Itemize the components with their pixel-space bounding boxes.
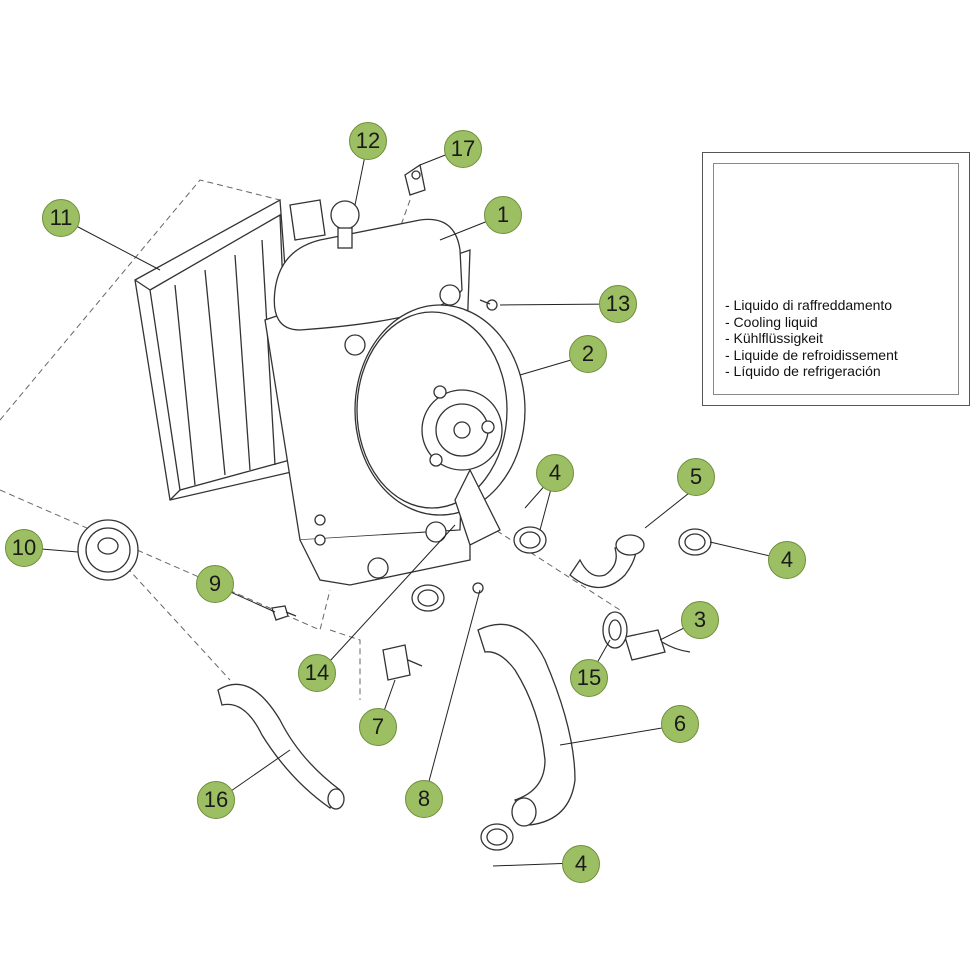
callout-6: 6: [661, 705, 699, 743]
callout-13: 13: [599, 285, 637, 323]
callout-2: 2: [569, 335, 607, 373]
callout-4: 4: [536, 454, 574, 492]
callout-17: 17: [444, 130, 482, 168]
seal-ring: [602, 611, 628, 649]
rubber-mount: [382, 644, 423, 681]
legend-item: - Cooling liquid: [725, 313, 818, 330]
legend-box: - Liquido di raffreddamento - Cooling li…: [702, 152, 970, 406]
filler-cap: [77, 519, 139, 581]
screw-13: [479, 299, 498, 311]
bolt-9: [271, 605, 297, 621]
callout-15: 15: [570, 659, 608, 697]
callout-14: 14: [298, 654, 336, 692]
hose-6: [477, 623, 576, 827]
callout-4: 4: [768, 541, 806, 579]
callout-7: 7: [359, 708, 397, 746]
callout-3: 3: [681, 601, 719, 639]
callout-9: 9: [196, 565, 234, 603]
legend-item: - Kühlflüssigkeit: [725, 330, 824, 346]
legend-inner-frame: [713, 163, 959, 395]
legend-item: - Liquido di raffreddamento: [725, 297, 893, 313]
callout-10: 10: [5, 529, 43, 567]
callout-11: 11: [42, 199, 80, 237]
callout-5: 5: [677, 458, 715, 496]
clip: [404, 163, 426, 196]
hose-16: [217, 683, 345, 810]
legend-item: - Liquide de refroidissement: [725, 346, 898, 363]
fan-assembly: [354, 304, 526, 546]
hose-5: [569, 534, 645, 588]
thermal-switch: [624, 629, 691, 661]
callout-16: 16: [197, 781, 235, 819]
callout-1: 1: [484, 196, 522, 234]
hose-clamps: [411, 526, 712, 851]
callout-8: 8: [405, 780, 443, 818]
radiator-shroud: [134, 198, 301, 501]
screw-8: [472, 582, 484, 594]
legend-item: - Líquido de refrigeración: [725, 363, 881, 379]
callout-4: 4: [562, 845, 600, 883]
callout-12: 12: [349, 122, 387, 160]
legend-list: - Liquido di raffreddamento - Cooling li…: [725, 297, 898, 380]
